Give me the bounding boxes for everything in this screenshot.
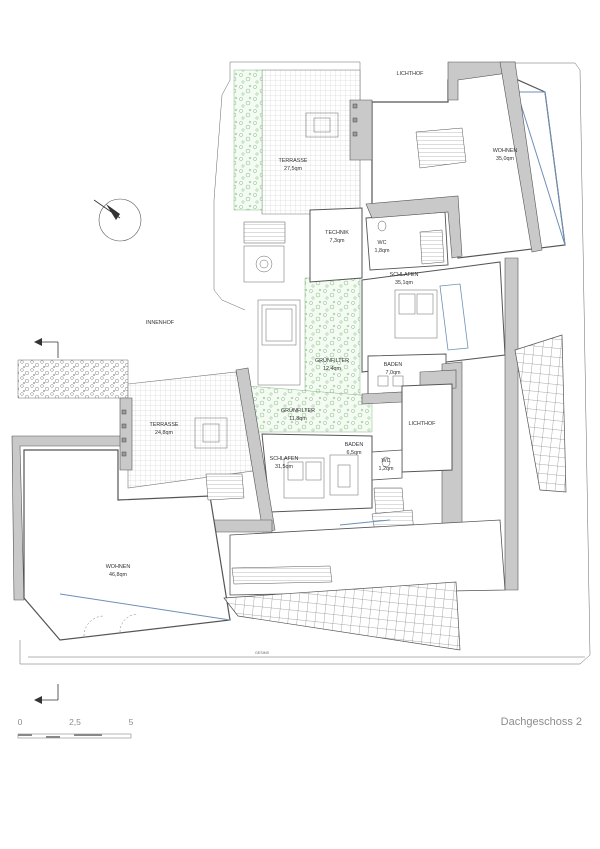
label-terrasse-left: TERRASSE [149, 422, 178, 428]
label-wc-top-area: 1,8qm [375, 248, 390, 254]
label-gruenfilter-a: GRÜNFILTER [315, 357, 349, 364]
label-technik: TECHNIK [325, 230, 349, 236]
label-terrasse-left-area: 24,8qm [155, 430, 173, 436]
label-wc-top: WC [378, 240, 387, 246]
drawing-title: Dachgeschoss 2 [501, 716, 582, 728]
north-arrow-icon [93, 198, 142, 242]
scale-bar: 0 2,5 5 [18, 717, 134, 739]
label-lichthof-mid: LICHTHOF [409, 421, 437, 427]
corridor-lower [229, 519, 506, 596]
room-lichthof-mid [401, 383, 453, 473]
room-baden-mid [329, 454, 359, 496]
roof-outline [19, 61, 591, 665]
gruenfilter-area-a [304, 277, 361, 396]
label-baden-mid: BADEN [345, 442, 364, 448]
label-gruenfilter-a-area: 12,4qm [323, 366, 341, 372]
wall-top-right [349, 61, 543, 253]
room-wc-mid [371, 449, 403, 481]
label-wohnen-left: WOHNEN [106, 564, 131, 570]
label-schlafen-mid: SCHLAFEN [270, 456, 299, 462]
label-gruenfilter-b: GRÜNFILTER [281, 407, 315, 414]
planting-upper-left [233, 69, 263, 211]
label-gruenfilter-b-area: 11,8qm [289, 416, 307, 422]
label-wc-mid: WC [382, 458, 391, 464]
scale-tick-1: 2,5 [69, 717, 81, 727]
terrace-upper [261, 69, 361, 215]
label-baden-right-area: 7,0qm [386, 370, 401, 376]
label-baden-mid-area: 6,5qm [347, 450, 362, 456]
label-schlafen-right-area: 35,1qm [395, 280, 413, 286]
scale-tick-2: 5 [129, 717, 134, 727]
label-innenhof: INNENHOF [146, 320, 175, 326]
room-wohnen-left [23, 449, 245, 641]
pv-panel-bottom [223, 581, 461, 651]
label-lichthof-top: LICHTHOF [397, 71, 425, 77]
technik-shaft [243, 221, 301, 386]
label-terrasse-top: TERRASSE [278, 158, 307, 164]
label-schlafen-right: SCHLAFEN [390, 272, 419, 278]
label-gesims: GESIMS [255, 651, 270, 655]
label-baden-right: BADEN [384, 362, 403, 368]
room-schlafen-right [361, 261, 506, 373]
label-technik-area: 7,3qm [330, 238, 345, 244]
label-schlafen-mid-area: 31,5qm [275, 464, 293, 470]
label-wohnen-right: WOHNEN [493, 148, 518, 154]
section-arrow-bottom-icon [34, 684, 59, 704]
label-wc-mid-area: 1,2qm [379, 466, 394, 472]
label-terrasse-top-area: 27,5qm [284, 166, 302, 172]
room-technik [309, 207, 363, 283]
section-arrow-top-icon [34, 338, 59, 358]
label-wohnen-left-area: 46,8qm [109, 572, 127, 578]
wall-core [361, 195, 519, 591]
label-wohnen-right-area: 35,0qm [496, 156, 514, 162]
pv-panel-right [514, 334, 567, 493]
scale-tick-0: 0 [18, 717, 23, 727]
room-labels: LICHTHOF TERRASSE 27,5qm WOHNEN 35,0qm T… [106, 71, 518, 655]
planting-left-gravel [17, 359, 129, 399]
